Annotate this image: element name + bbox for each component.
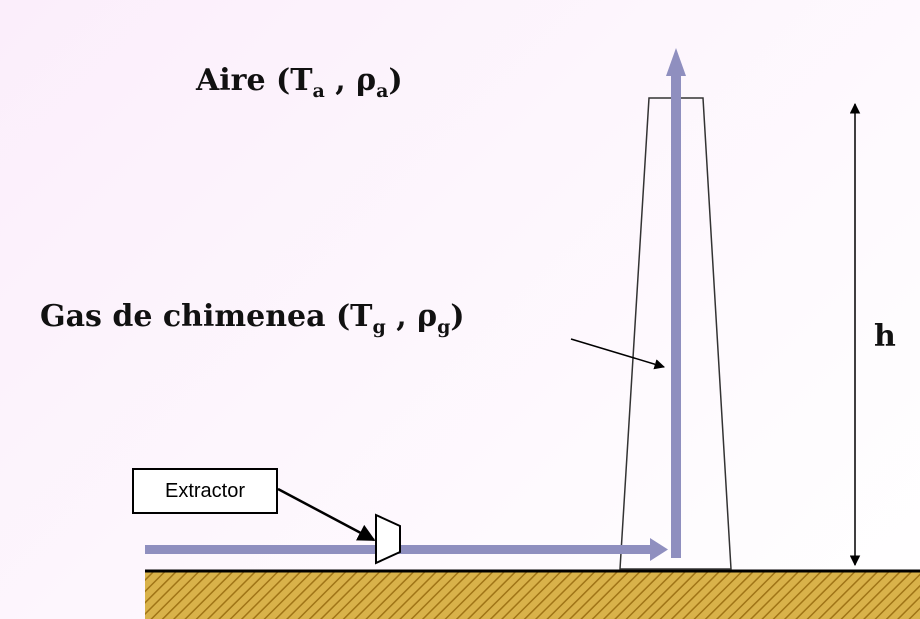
- gas-label-suffix: ): [450, 299, 465, 334]
- gas-label: Gas de chimenea (Tg , ρg): [40, 302, 465, 337]
- gas-pointer: [570, 338, 666, 370]
- horizontal-flow-arrow: [145, 538, 668, 561]
- air-label-prefix: Aire (T: [196, 63, 313, 98]
- air-label: Aire (Ta , ρa): [196, 66, 403, 101]
- extractor-pointer: [277, 487, 376, 542]
- gas-temp-subscript: g: [372, 316, 386, 338]
- gas-density-subscript: g: [437, 316, 451, 338]
- air-temp-subscript: a: [312, 80, 325, 102]
- air-label-mid: , ρ: [324, 63, 377, 98]
- vertical-flow-arrow: [666, 48, 686, 558]
- extractor-label-box: Extractor: [132, 468, 278, 514]
- ground: [145, 571, 920, 619]
- height-label: h: [874, 319, 896, 354]
- chimney-stack: [619, 97, 732, 570]
- gas-label-mid: , ρ: [385, 299, 438, 334]
- extractor-fan: [375, 513, 401, 565]
- air-density-subscript: a: [376, 80, 389, 102]
- air-label-suffix: ): [388, 63, 403, 98]
- gas-label-prefix: Gas de chimenea (T: [40, 299, 373, 334]
- extractor-label: Extractor: [164, 479, 246, 502]
